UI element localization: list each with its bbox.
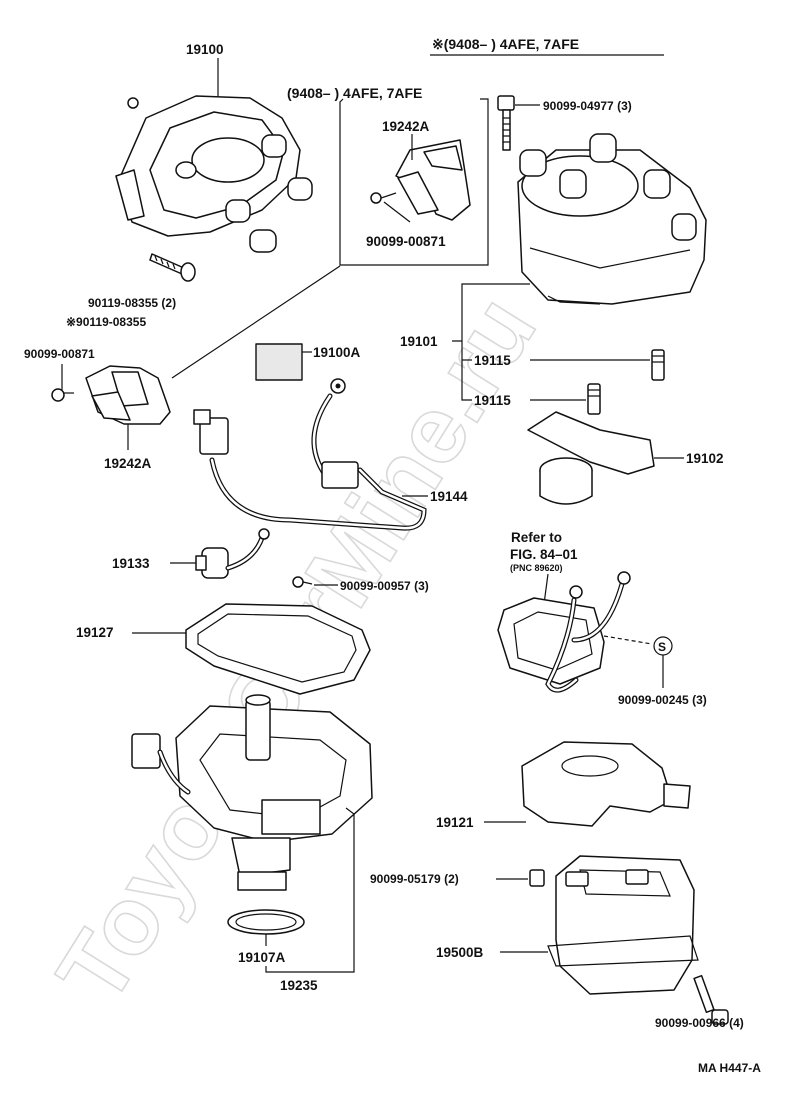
label-19500B: 19500B: [436, 945, 484, 960]
label-refer-to: Refer to: [511, 530, 562, 545]
leader-19101: [452, 283, 530, 342]
label-19115-a: 19115: [474, 353, 511, 368]
bracket-19242A: [85, 365, 171, 425]
label-19235: 19235: [280, 978, 318, 993]
leader-90099-00871-inset: [383, 201, 411, 223]
leader-refer: [543, 573, 549, 605]
label-19242A-inset: 19242A: [382, 119, 430, 134]
screw-90099-00871: [51, 388, 74, 402]
label-s-mark: S: [658, 640, 666, 654]
label-19100A: 19100A: [313, 345, 361, 360]
gasket-19127: [185, 603, 371, 695]
label-19107A: 19107A: [238, 950, 286, 965]
inset-box: [339, 98, 489, 266]
bolt-90119-08355: [149, 253, 196, 282]
label-pnc: (PNC 89620): [510, 563, 563, 573]
page-code: MA H447-A: [698, 1061, 761, 1075]
housing-19235: [131, 694, 373, 891]
label-19127: 19127: [76, 625, 114, 640]
screw-90099-05179: [529, 869, 545, 887]
label-90099-00871: 90099-00871: [24, 347, 95, 361]
label-19133: 19133: [112, 556, 150, 571]
inset-leader: [171, 265, 341, 379]
distributor-cap-19101: [517, 133, 707, 305]
rotor-19102: [527, 411, 655, 505]
leader-19235: [265, 807, 355, 973]
label-fig: FIG. 84–01: [510, 547, 578, 562]
header-top-right: ※(9408– ) 4AFE, 7AFE: [432, 36, 579, 52]
o-ring-inner: [235, 913, 297, 931]
label-19242A: 19242A: [104, 456, 152, 471]
label-19101: 19101: [400, 334, 438, 349]
leader-19101-branch: [461, 341, 472, 401]
distributor-assembly: [115, 95, 313, 253]
label-19100: 19100: [186, 42, 224, 57]
leader-s-mark: [603, 635, 653, 645]
igniter-assembly: [497, 571, 631, 693]
bolt-90099-04977: [497, 95, 515, 151]
label-90099-00966: 90099-00966 (4): [655, 1016, 744, 1030]
label-plate-19100A: [255, 343, 303, 381]
label-90099-00957: 90099-00957 (3): [340, 579, 429, 593]
carbon-19115-a: [651, 349, 665, 381]
cover-19121: [521, 741, 691, 827]
label-19102: 19102: [686, 451, 724, 466]
wire-harness-19144: [193, 378, 427, 531]
inset-header: (9408– ) 4AFE, 7AFE: [287, 85, 422, 101]
label-90099-04977: 90099-04977 (3): [543, 99, 632, 113]
bolt-90099-00966: [693, 974, 729, 1025]
screw-90099-00957: [292, 576, 313, 588]
label-90119-08355: 90119-08355 (2): [88, 296, 176, 310]
housing-19500B: [547, 855, 699, 995]
label-90099-05179: 90099-05179 (2): [370, 872, 459, 886]
plate-19242A-inset: [370, 139, 471, 221]
label-90119-08355-alt: ※90119-08355: [66, 315, 146, 329]
condenser-19133: [195, 528, 270, 579]
carbon-19115-b: [587, 383, 601, 415]
label-19144: 19144: [430, 489, 468, 504]
label-19121: 19121: [436, 815, 474, 830]
label-19115-b: 19115: [474, 393, 511, 408]
label-90099-00871-inset: 90099-00871: [366, 234, 446, 249]
label-90099-00245: 90099-00245 (3): [618, 693, 707, 707]
